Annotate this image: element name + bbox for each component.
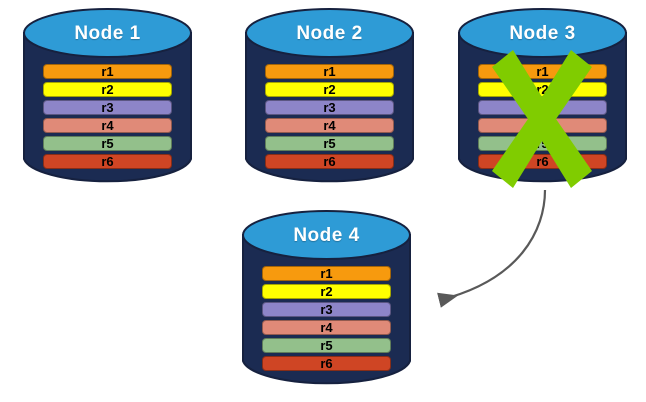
record-r3[interactable]: r3: [43, 100, 172, 115]
record-r1[interactable]: r1: [262, 266, 391, 281]
record-r4[interactable]: r4: [262, 320, 391, 335]
record-r5[interactable]: r5: [43, 136, 172, 151]
record-r3[interactable]: r3: [478, 100, 607, 115]
node-1[interactable]: Node 1 r1 r2 r3 r4 r5 r6: [23, 8, 192, 184]
record-r2[interactable]: r2: [43, 82, 172, 97]
record-r1[interactable]: r1: [265, 64, 394, 79]
record-r2[interactable]: r2: [265, 82, 394, 97]
record-r6[interactable]: r6: [43, 154, 172, 169]
record-r4[interactable]: r4: [478, 118, 607, 133]
record-r3[interactable]: r3: [262, 302, 391, 317]
record-r6[interactable]: r6: [262, 356, 391, 371]
replication-arrow-path: [437, 189, 547, 308]
node-1-records: r1 r2 r3 r4 r5 r6: [23, 64, 192, 169]
cylinder-top-shape: [458, 8, 627, 58]
record-r2[interactable]: r2: [478, 82, 607, 97]
record-r4[interactable]: r4: [43, 118, 172, 133]
node-3-records: r1 r2 r3 r4 r5 r6: [458, 64, 627, 169]
record-r2[interactable]: r2: [262, 284, 391, 299]
cylinder-top-shape: [23, 8, 192, 58]
node-4[interactable]: Node 4 r1 r2 r3 r4 r5 r6: [242, 210, 411, 386]
node-2[interactable]: Node 2 r1 r2 r3 r4 r5 r6: [245, 8, 414, 184]
record-r4[interactable]: r4: [265, 118, 394, 133]
record-r5[interactable]: r5: [265, 136, 394, 151]
node-3[interactable]: Node 3 r1 r2 r3 r4 r5 r6: [458, 8, 627, 184]
record-r1[interactable]: r1: [478, 64, 607, 79]
node-2-records: r1 r2 r3 r4 r5 r6: [245, 64, 414, 169]
record-r5[interactable]: r5: [478, 136, 607, 151]
record-r6[interactable]: r6: [265, 154, 394, 169]
node-4-records: r1 r2 r3 r4 r5 r6: [242, 266, 411, 371]
record-r5[interactable]: r5: [262, 338, 391, 353]
record-r6[interactable]: r6: [478, 154, 607, 169]
cylinder-top-shape: [245, 8, 414, 58]
record-r1[interactable]: r1: [43, 64, 172, 79]
record-r3[interactable]: r3: [265, 100, 394, 115]
cylinder-top-shape: [242, 210, 411, 260]
